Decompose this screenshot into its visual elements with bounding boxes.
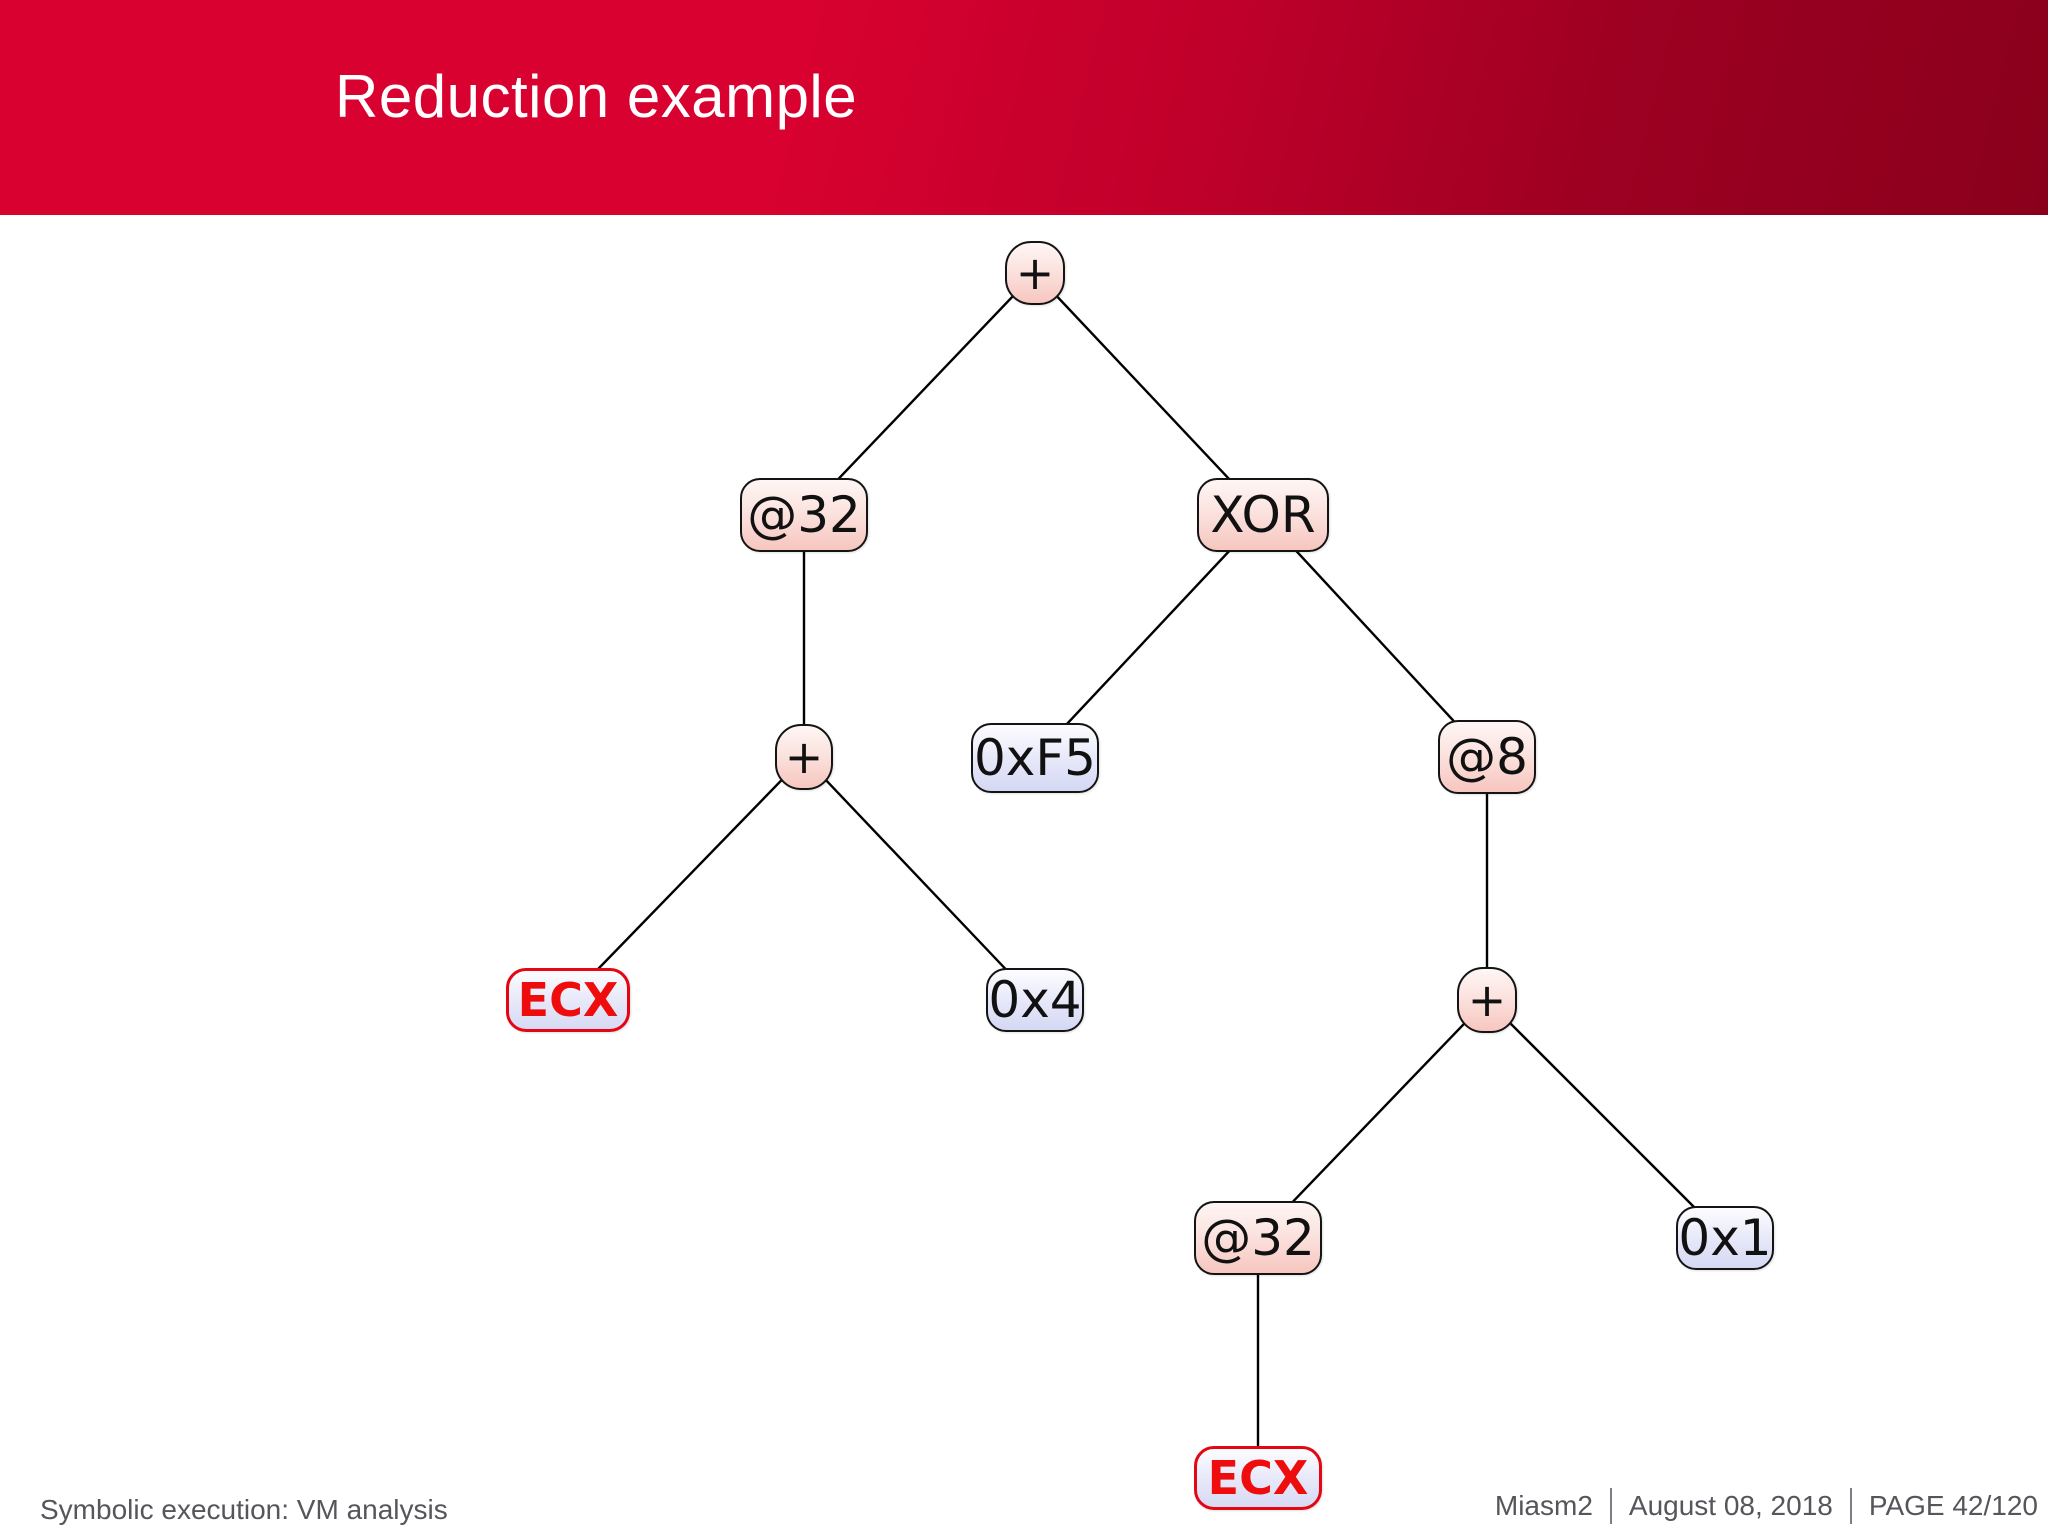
tree-node-mem8: @8 xyxy=(1438,720,1536,794)
tree-node-add-root: + xyxy=(1005,241,1065,305)
tree-edge-add-left-to-0x4 xyxy=(803,756,1036,1001)
tree-node-const-0x4: 0x4 xyxy=(986,968,1084,1032)
tree-node-add-right: + xyxy=(1457,967,1517,1033)
tree-node-mem32-left: @32 xyxy=(740,478,868,552)
footer-brand: Miasm2 xyxy=(1494,1490,1593,1521)
tree-node-xor: XOR xyxy=(1197,478,1329,552)
tree-edge-root-to-xor xyxy=(1034,272,1264,516)
tree-edge-xor-to-0xf5 xyxy=(1034,514,1264,759)
footer-date: August 08, 2018 xyxy=(1628,1490,1833,1521)
footer-left-text: Symbolic execution: VM analysis xyxy=(40,1494,448,1525)
tree-edge-add-left-to-ecx xyxy=(567,756,805,1001)
tree-node-mem32-right: @32 xyxy=(1194,1201,1322,1275)
footer-separator xyxy=(1609,1488,1612,1524)
slide-title: Reduction example xyxy=(335,63,858,130)
footer-page: PAGE 42/120 xyxy=(1868,1490,2038,1521)
tree-edge-add-right-to-mem32 xyxy=(1257,999,1488,1239)
footer-right: Miasm2 August 08, 2018 PAGE 42/120 xyxy=(1495,1488,2038,1524)
tree-edge-root-to-mem32-left xyxy=(803,272,1036,516)
tree-node-register-ecx-bottom: ECX xyxy=(1194,1446,1322,1510)
tree-node-const-0x1: 0x1 xyxy=(1676,1206,1774,1270)
tree-node-add-left: + xyxy=(775,724,833,790)
tree-node-register-ecx-left: ECX xyxy=(506,968,630,1032)
footer-separator xyxy=(1849,1488,1852,1524)
tree-node-const-0xf5: 0xF5 xyxy=(971,723,1099,793)
tree-edge-xor-to-mem8 xyxy=(1262,514,1488,758)
title-banner: Reduction example xyxy=(0,0,2048,215)
tree-edge-add-right-to-0x1 xyxy=(1486,999,1726,1239)
